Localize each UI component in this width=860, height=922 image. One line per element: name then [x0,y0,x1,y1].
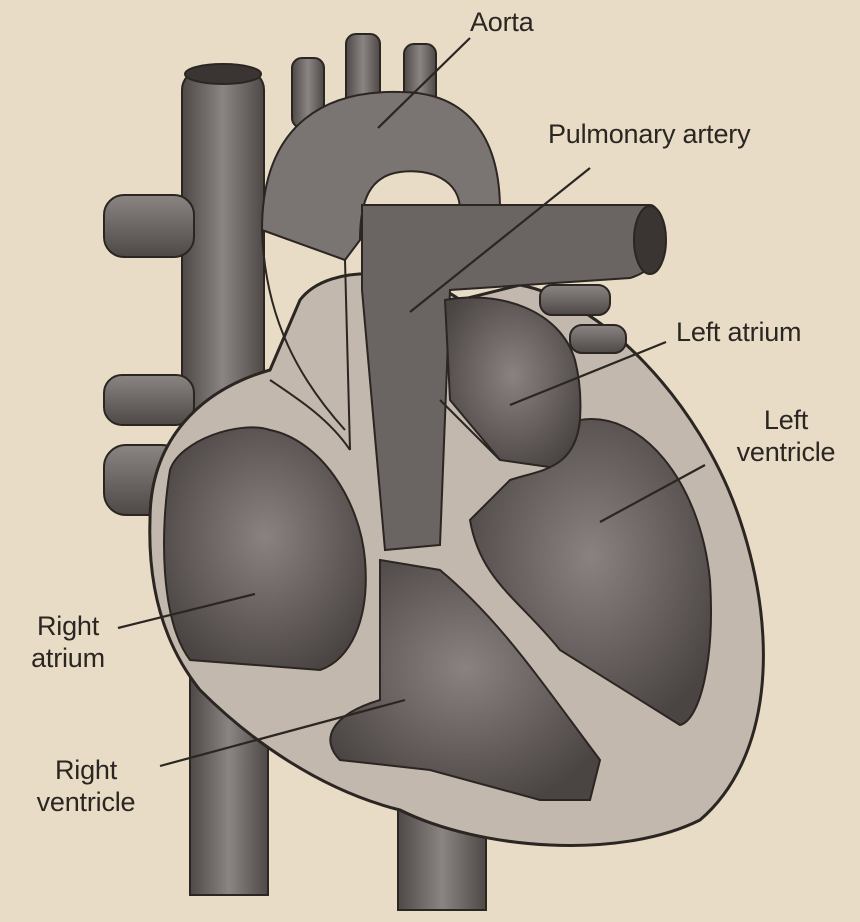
right-atrium-label-line1: Right [8,610,128,642]
right-ventricle-label-line2: ventricle [20,786,152,818]
left-ventricle-label-line1: Left [712,404,860,436]
right-ventricle-label: Right ventricle [20,754,152,818]
right-atrium-label-line2: atrium [8,642,128,674]
left-ventricle-label-line2: ventricle [712,436,860,468]
aorta-label: Aorta [470,6,534,38]
right-atrium-label: Right atrium [8,610,128,674]
right-ventricle-label-line1: Right [20,754,152,786]
left-ventricle-label: Left ventricle [712,404,860,468]
pulmonary-artery-label: Pulmonary artery [548,118,750,150]
left-atrium-label: Left atrium [676,316,801,348]
